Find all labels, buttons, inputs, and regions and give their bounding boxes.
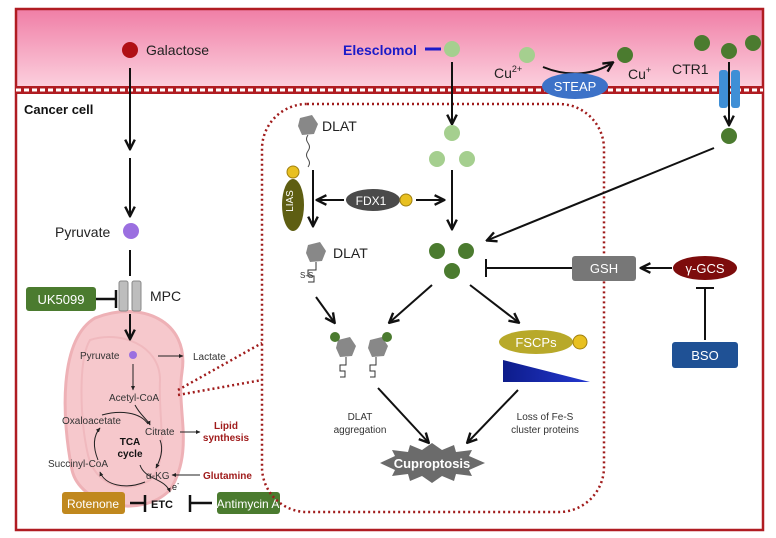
gsh-label: GSH <box>590 261 618 276</box>
mpc-channel-icon <box>118 280 142 312</box>
cu1-icon <box>617 47 633 63</box>
antimycin-a-box <box>217 492 280 514</box>
cuproptosis-label: Cuproptosis <box>394 456 471 471</box>
arrow <box>93 427 101 461</box>
extracellular-space <box>16 9 763 89</box>
outer-frame <box>14 7 765 532</box>
lias-label: LIAS <box>285 190 296 212</box>
arrow <box>155 439 163 469</box>
tca-label-line2: cycle <box>117 449 142 460</box>
dlat-aggregation-line2: aggregation <box>334 425 387 436</box>
ctr1-label: CTR1 <box>672 61 709 77</box>
arrow <box>315 296 334 322</box>
galactose-icon <box>122 42 138 58</box>
cu2-ions-icon <box>429 125 475 167</box>
lipid-synthesis-line1: Lipid <box>214 421 238 432</box>
fe-s-cluster-icon <box>572 334 588 350</box>
antimycin-a-label: Antimycin A <box>217 497 280 511</box>
galactose-label: Galactose <box>146 42 209 58</box>
arrow <box>101 411 149 425</box>
uk5099-box <box>26 287 96 311</box>
lactate-label: Lactate <box>193 352 226 363</box>
fscps-icon <box>499 330 573 354</box>
acetyl-coa-label: Acetyl-CoA <box>109 393 159 404</box>
arrow <box>468 389 519 442</box>
arrow <box>488 147 715 240</box>
fdx1-icon <box>346 189 400 211</box>
mito-pyruvate-label: Pyruvate <box>80 351 120 362</box>
arrow <box>469 284 518 322</box>
dlat-aggregate-icon <box>330 332 392 378</box>
cu2-icon <box>519 47 535 63</box>
arrow <box>390 284 433 322</box>
fe-s-cluster-icon <box>399 193 413 207</box>
dlat-top-label: DLAT <box>322 118 357 134</box>
arrow <box>377 387 428 442</box>
arrow <box>139 464 171 493</box>
etc-label: ETC <box>151 499 173 511</box>
uk5099-label: UK5099 <box>38 292 85 307</box>
extracellular-cu1-icon <box>694 35 761 59</box>
pyruvate-label: Pyruvate <box>55 224 110 240</box>
lipid-synthesis-line2: synthesis <box>203 433 250 444</box>
cell-membrane <box>16 86 763 94</box>
cu2-label: Cu2+ <box>494 64 522 81</box>
dlat-lipoylated-label: DLAT <box>333 245 368 261</box>
akg-label: α-KG <box>146 471 170 482</box>
cuproptosis-burst-icon <box>380 443 485 483</box>
bso-label: BSO <box>691 348 718 363</box>
rotenone-label: Rotenone <box>67 497 119 511</box>
pyruvate-icon <box>123 223 139 239</box>
elesclomol-copper-icon <box>444 41 460 57</box>
zoom-callout-lines <box>177 102 606 514</box>
steap-label: STEAP <box>554 79 597 94</box>
glutamine-label: Glutamine <box>203 471 252 482</box>
ctr1-channel-icon <box>719 70 740 108</box>
elesclomol-label: Elesclomol <box>343 42 417 58</box>
dlat-protein-icon <box>306 242 326 262</box>
lias-icon <box>282 179 304 231</box>
dlat-protein-icon <box>298 115 318 135</box>
gsh-box <box>572 256 636 281</box>
fscps-label: FSCPs <box>515 335 557 350</box>
intracellular-cu1-icon <box>721 128 737 144</box>
decrease-triangle-icon <box>503 360 590 382</box>
electron-label: e- <box>172 481 180 492</box>
oxaloacetate-label: Oxaloacetate <box>62 416 121 427</box>
citrate-label: Citrate <box>145 427 175 438</box>
reduction-arrow <box>542 63 612 75</box>
mpc-label: MPC <box>150 288 181 304</box>
cancer-cell-label: Cancer cell <box>24 102 93 117</box>
loss-fes-line2: cluster proteins <box>511 425 579 436</box>
cu1-label: Cu+ <box>628 65 651 82</box>
disulfide-icon: S-S <box>300 271 313 280</box>
rotenone-box <box>62 492 125 514</box>
fdx1-label: FDX1 <box>356 194 387 208</box>
gamma-gcs-icon <box>673 256 737 280</box>
arrow <box>134 404 151 426</box>
dlat-lipoyl-arm <box>307 262 317 283</box>
loss-fes-line1: Loss of Fe-S <box>517 412 574 423</box>
fe-s-cluster-icon <box>286 165 300 179</box>
bso-box <box>672 342 738 368</box>
dlat-aggregation-line1: DLAT <box>348 412 373 423</box>
succinyl-coa-label: Succinyl-CoA <box>48 459 108 470</box>
dlat-lipoyl-arm <box>306 134 310 168</box>
arrow <box>99 471 146 487</box>
tca-label-line1: TCA <box>120 437 141 448</box>
cu1-ions-icon <box>429 243 474 279</box>
pyruvate-dot-icon <box>129 351 137 359</box>
gamma-gcs-label: γ-GCS <box>686 261 725 276</box>
steap-icon <box>542 73 608 99</box>
